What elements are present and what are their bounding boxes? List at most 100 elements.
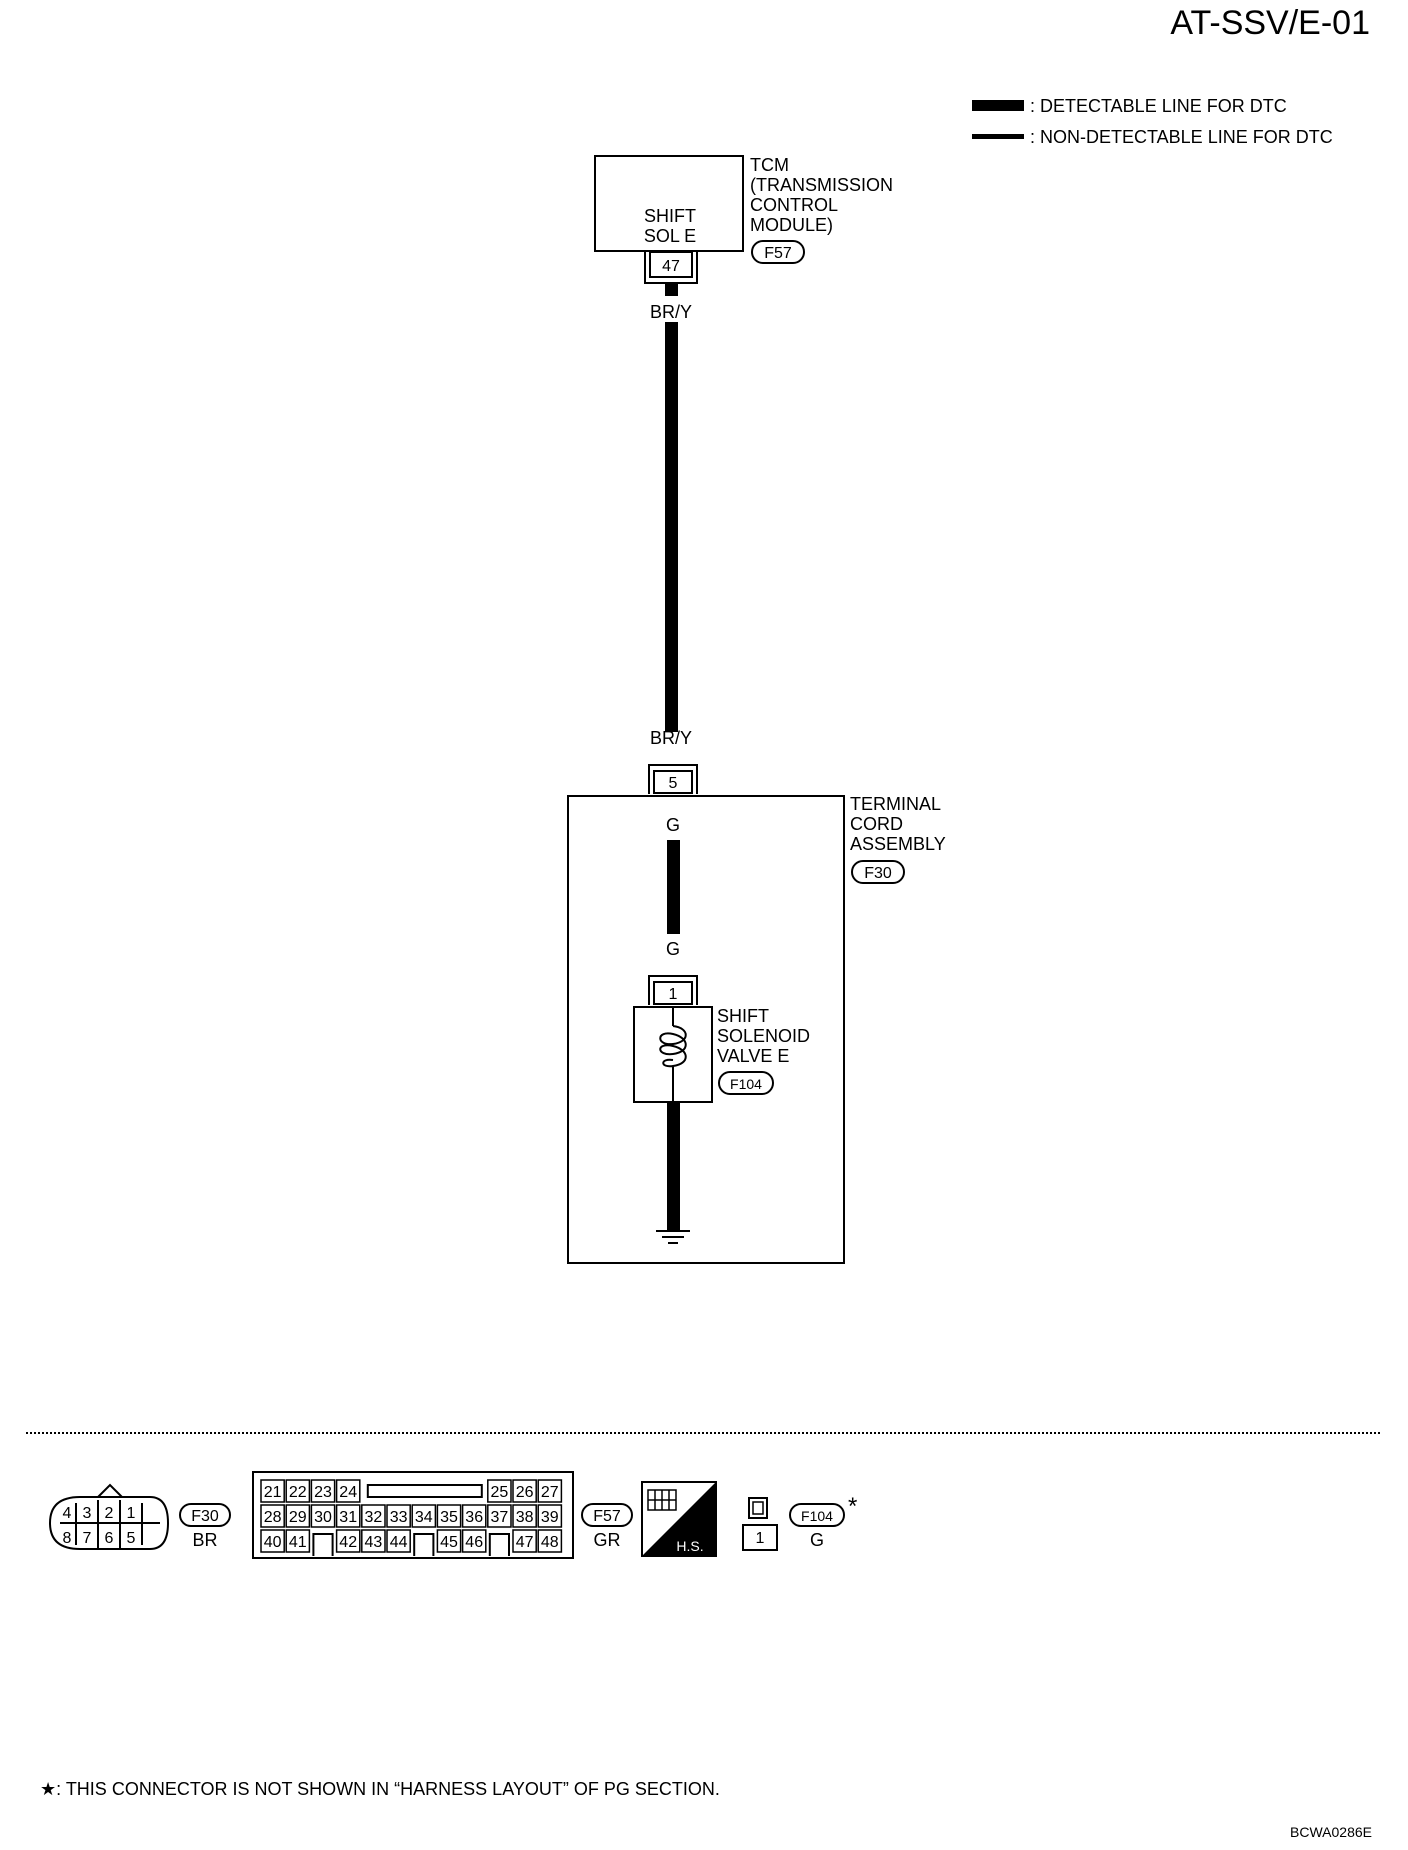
terminal-cord-terminal-bracket [648,764,698,794]
f57-pin-cell [537,1529,563,1553]
solenoid-terminal-bracket [648,975,698,1005]
legend: : DETECTABLE LINE FOR DTC : NON-DETECTAB… [972,96,1333,147]
terminal-cord-connector-id: F30 [864,865,892,882]
f57-pin-cell [436,1504,462,1528]
f57-key-notch [312,1533,334,1556]
solenoid-name-2: SOLENOID [717,1026,810,1046]
f57-pin: 36 [465,1509,483,1526]
wire-bry-top-label: BR/Y [650,302,692,322]
f57-pin: 48 [541,1534,559,1551]
solenoid-name-3: VALVE E [717,1046,789,1066]
f30-id: F30 [191,1508,219,1525]
solenoid-name-1: SHIFT [717,1006,769,1026]
f30-pin: 1 [127,1505,136,1522]
f57-pin: 38 [516,1509,534,1526]
tcm-name-2: (TRANSMISSION [750,175,893,195]
solenoid-terminal-box [653,981,693,1005]
f57-key-notch [488,1533,510,1556]
f57-pin-cell [461,1529,487,1553]
f57-pin: 34 [415,1509,433,1526]
f57-pin-cell [487,1504,512,1528]
f57-pin: 47 [516,1534,534,1551]
f57-color: GR [594,1530,621,1550]
f104-id: F104 [801,1508,833,1524]
legend-detectable-label: : DETECTABLE LINE FOR DTC [1030,96,1287,116]
f57-pin-cell [310,1504,336,1528]
connector-f104-face: 1 F104 * G [742,1493,857,1551]
f57-pin: 37 [491,1509,509,1526]
terminal-cord-box [567,795,845,1264]
detectable-line-swatch [972,100,1024,111]
f57-pin-cell [461,1504,487,1528]
tcm: SHIFT SOL E TCM (TRANSMISSION CONTROL MO… [594,155,893,284]
f104-color: G [810,1530,824,1550]
tcm-name-4: MODULE) [750,215,833,235]
f57-pin-cell [260,1529,285,1553]
f57-pin-cell [537,1479,563,1503]
f57-center-slot [366,1484,483,1498]
wire-ground [667,1103,680,1230]
connector-f30-face: 4 3 2 1 8 7 6 5 F30 BR [48,1483,231,1550]
f30-pin: 5 [127,1530,136,1547]
f30-pin: 4 [63,1505,72,1522]
tcm-terminal-bracket [644,251,698,284]
tcm-connector-id: F57 [764,245,792,262]
f104-id-oval [789,1503,845,1527]
f57-pin-cell [386,1529,411,1553]
f30-pin: 6 [105,1530,114,1547]
ground-icon [656,1230,690,1244]
f57-pin-cell [411,1504,437,1528]
f57-pin-cell [361,1529,386,1553]
f57-pin: 27 [541,1484,559,1501]
f104-housing [742,1524,778,1551]
f57-pin: 44 [390,1534,408,1551]
f57-pin: 32 [365,1509,383,1526]
f57-pin-cell [285,1529,311,1553]
f57-pin-cell [386,1504,411,1528]
terminal-cord-assembly: 5 TERMINAL CORD ASSEMBLY F30 G G 1 SHIFT… [567,764,946,1264]
f57-pin-cell [512,1529,537,1553]
hs-label: H.S. [676,1538,703,1554]
f57-pin-cell [512,1479,537,1503]
f57-id-oval [581,1503,633,1527]
f57-pin: 45 [440,1534,458,1551]
f57-pin: 28 [264,1509,282,1526]
tcm-inner-label-1: SHIFT [644,206,696,226]
f57-pin: 35 [440,1509,458,1526]
wire-bry-bottom-label: BR/Y [650,728,692,748]
figure-code: BCWA0286E [1290,1824,1372,1840]
f57-housing [252,1471,574,1559]
page-code: AT-SSV/E-01 [1170,4,1370,42]
hs-connector-glyph [647,1489,677,1511]
tcm-connector-oval [751,240,805,264]
f104-latch [748,1497,768,1519]
f57-pin: 31 [339,1509,357,1526]
terminal-cord-terminal-box [653,770,693,794]
solenoid-connector-id: F104 [730,1076,762,1092]
harness-side-icon: H.S. [641,1481,717,1557]
terminal-cord-connector-oval [851,860,905,884]
f30-latch [97,1483,123,1498]
f57-pin-cell [335,1479,361,1503]
f57-pin-cell [310,1479,336,1503]
f57-pin-cell [436,1529,462,1553]
f30-pin: 2 [105,1505,114,1522]
f57-pin: 33 [390,1509,408,1526]
f57-pin: 24 [339,1484,357,1501]
wire-bry-stub [665,284,678,296]
f57-pin: 40 [264,1534,282,1551]
f57-key-notch [413,1533,435,1556]
solenoid-terminal-number: 1 [669,986,678,1003]
non-detectable-line-swatch [972,134,1024,139]
terminal-cord-name-3: ASSEMBLY [850,834,946,854]
f104-star: * [848,1493,857,1520]
f30-housing [48,1496,170,1550]
f57-pin-cell [487,1479,512,1503]
tcm-terminal-box [649,251,693,278]
f30-color: BR [192,1530,217,1550]
f57-pin: 41 [289,1534,307,1551]
f57-pin: 43 [365,1534,383,1551]
f57-pin-cell [512,1504,537,1528]
